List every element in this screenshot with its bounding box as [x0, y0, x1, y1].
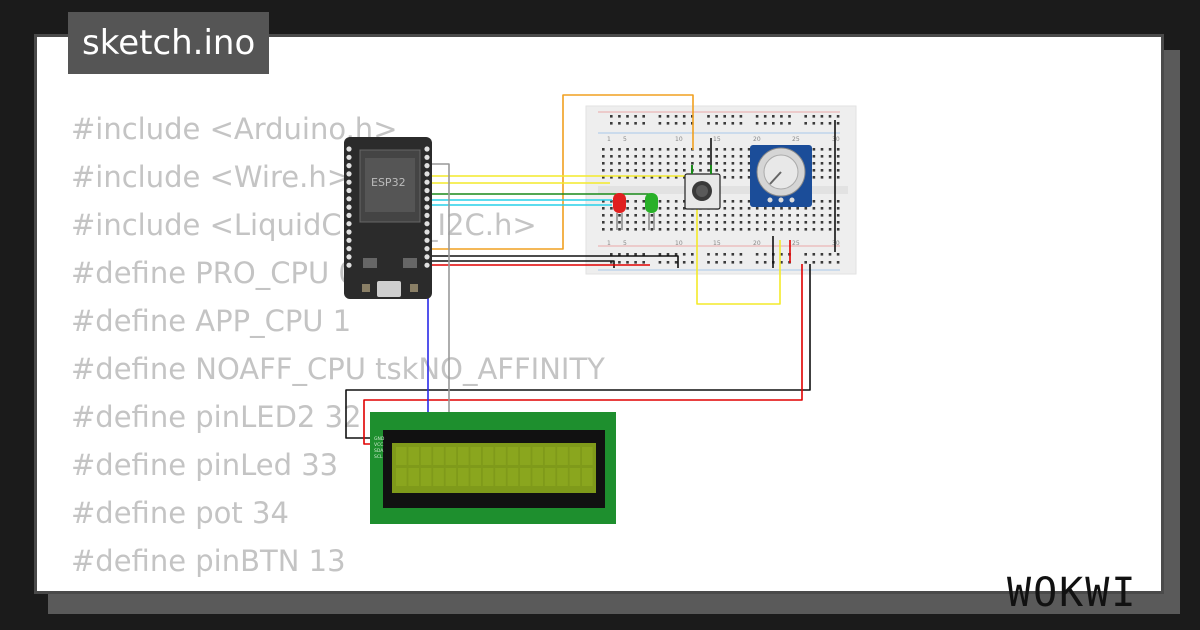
pin-label-vcc: VCC — [374, 442, 383, 448]
pin-label-gnd: GND — [374, 436, 385, 442]
led-green — [645, 193, 658, 230]
wires — [345, 94, 836, 462]
breadboard: 1 5 10 15 20 25 30 1 5 10 15 20 25 30 — [585, 105, 857, 275]
esp32-pins — [346, 146, 430, 268]
column-number: 20 — [753, 136, 761, 143]
column-number: 5 — [623, 136, 627, 143]
wire-yellow — [696, 196, 781, 305]
pin-label-sda: SDA — [374, 448, 384, 454]
code-line: #include <Arduino.h> — [71, 112, 398, 146]
wire-orange — [430, 94, 694, 250]
lcd-pin-labels: GND VCC SDA SCL — [374, 436, 385, 460]
wokwi-logo-text: WOKWI — [1007, 570, 1137, 616]
wire-black — [345, 264, 811, 439]
column-number: 25 — [792, 136, 800, 143]
wokwi-logo: WOKWI — [1007, 570, 1137, 616]
column-number: 10 — [675, 240, 683, 247]
column-number: 25 — [792, 240, 800, 247]
code-line: #define NOAFF_CPU tskNO_AFFINITY — [71, 352, 605, 386]
code-line: #define pinLed 33 — [71, 448, 339, 482]
code-line: #include <Wire.h> — [71, 160, 352, 194]
pin-label-scl: SCL — [374, 454, 383, 460]
column-number: 1 — [607, 240, 611, 247]
push-button — [684, 165, 721, 210]
column-number: 15 — [713, 136, 721, 143]
lcd-display: GND VCC SDA SCL — [370, 412, 616, 524]
lcd-character-cells — [396, 447, 593, 486]
code-line: #define pot 34 — [71, 496, 289, 530]
breadboard-column-numbers: 1 5 10 15 20 25 30 1 5 10 15 20 25 30 — [607, 136, 840, 247]
code-preview: #include <Arduino.h> #include <Wire.h> #in… — [71, 105, 605, 585]
column-number: 15 — [713, 240, 721, 247]
code-line: #define PRO_CPU 0 — [71, 256, 357, 290]
column-number: 10 — [675, 136, 683, 143]
wire-red — [363, 264, 803, 445]
column-number: 1 — [607, 136, 611, 143]
column-number: 20 — [753, 240, 761, 247]
led-red — [613, 193, 626, 230]
potentiometer — [750, 145, 812, 207]
esp32-label: ESP32 — [371, 176, 406, 189]
code-line: #define pinBTN 13 — [71, 544, 346, 578]
code-line: #include <LiquidCrystal_I2C.h> — [71, 208, 537, 242]
code-line: #define APP_CPU 1 — [71, 304, 352, 338]
wire-black — [430, 255, 679, 268]
code-line: #define pinLED2 32 — [71, 400, 362, 434]
column-number: 30 — [832, 240, 840, 247]
column-number: 30 — [832, 136, 840, 143]
sketch-title: sketch.ino — [68, 12, 270, 74]
esp32-board: ESP32 — [344, 137, 432, 299]
column-number: 5 — [623, 240, 627, 247]
